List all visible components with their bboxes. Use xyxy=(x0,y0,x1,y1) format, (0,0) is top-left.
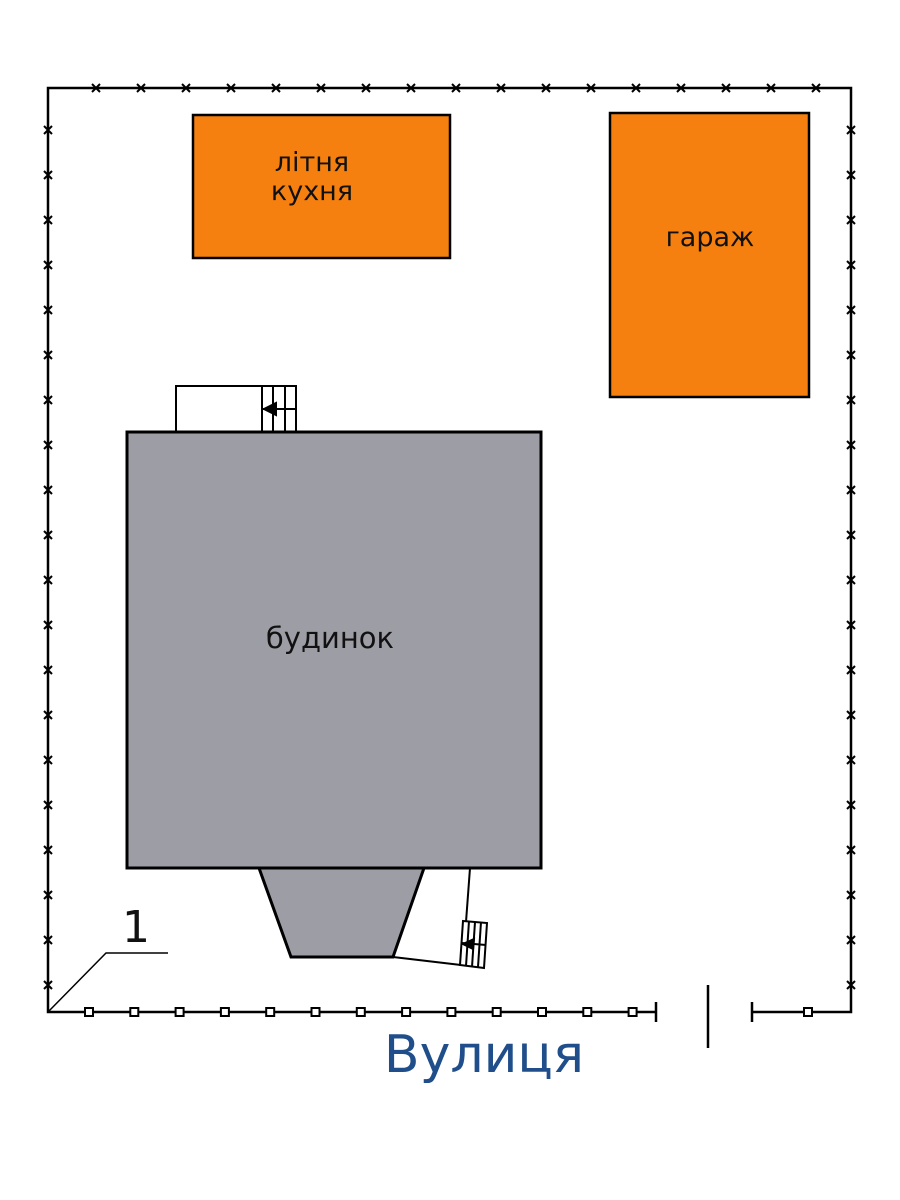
house-label: будинок xyxy=(266,621,394,655)
fence-x-mark xyxy=(43,710,53,720)
fence-post xyxy=(265,1007,276,1017)
fence-x-mark xyxy=(43,260,53,270)
house xyxy=(125,430,543,870)
fence-x-mark xyxy=(271,83,281,93)
fence-x-mark xyxy=(846,935,856,945)
fence-x-mark xyxy=(846,260,856,270)
fence-x-mark xyxy=(541,83,551,93)
fence-x-mark xyxy=(846,215,856,225)
fence-x-mark xyxy=(43,845,53,855)
fence-marks xyxy=(43,83,856,1017)
fence-post xyxy=(803,1007,813,1017)
fence-x-mark xyxy=(43,125,53,135)
fence-x-mark xyxy=(846,980,856,990)
fence-line-side xyxy=(46,86,853,1014)
fence-x-mark xyxy=(846,125,856,135)
front-porch xyxy=(392,867,489,970)
fence-x-mark xyxy=(43,980,53,990)
fence xyxy=(46,86,853,1048)
fence-post xyxy=(446,1007,457,1017)
fence-post xyxy=(401,1007,412,1017)
fence-post xyxy=(582,1007,593,1017)
fence-x-mark xyxy=(846,575,856,585)
fence-x-mark xyxy=(43,530,53,540)
fence-x-mark xyxy=(43,755,53,765)
fence-x-mark xyxy=(586,83,596,93)
marker-leader xyxy=(47,952,168,1013)
back-porch xyxy=(175,385,297,433)
fence-x-mark xyxy=(846,710,856,720)
fence-x-mark xyxy=(846,620,856,630)
fence-x-mark xyxy=(766,83,776,93)
fence-x-mark xyxy=(846,440,856,450)
summer-kitchen-label-2: кухня xyxy=(271,176,353,207)
fence-x-mark xyxy=(43,305,53,315)
entrance-arrow-icon xyxy=(460,937,476,951)
fence-x-mark xyxy=(721,83,731,93)
fence-x-mark xyxy=(846,755,856,765)
fence-x-mark xyxy=(43,440,53,450)
fence-post xyxy=(627,1007,638,1017)
fence-x-mark xyxy=(846,485,856,495)
fence-x-mark xyxy=(43,620,53,630)
fence-x-mark xyxy=(226,83,236,93)
fence-x-mark xyxy=(43,395,53,405)
fence-x-mark xyxy=(846,845,856,855)
fence-x-mark xyxy=(451,83,461,93)
marker-label: 1 xyxy=(122,902,150,953)
fence-x-mark xyxy=(846,800,856,810)
fence-x-mark xyxy=(846,350,856,360)
fence-post xyxy=(537,1007,547,1017)
fence-post xyxy=(355,1007,366,1017)
fence-x-mark xyxy=(631,83,641,93)
fence-x-mark xyxy=(846,665,856,675)
fence-x-mark xyxy=(361,83,371,93)
fence-x-mark xyxy=(43,350,53,360)
fence-x-mark xyxy=(43,485,53,495)
fence-post xyxy=(84,1007,94,1017)
fence-x-mark xyxy=(846,530,856,540)
fence-x-mark xyxy=(316,83,326,93)
fence-x-mark xyxy=(496,83,506,93)
fence-x-mark xyxy=(43,170,53,180)
garage-label: гараж xyxy=(666,222,755,253)
fence-post xyxy=(219,1007,230,1017)
fence-x-mark xyxy=(43,665,53,675)
fence-x-mark xyxy=(846,170,856,180)
fence-x-mark xyxy=(811,83,821,93)
fence-post xyxy=(174,1007,185,1017)
fence-x-mark xyxy=(43,890,53,900)
fence-x-mark xyxy=(43,215,53,225)
summer-kitchen-label-1: літня xyxy=(275,147,349,178)
fence-post xyxy=(491,1007,502,1017)
fence-x-mark xyxy=(846,305,856,315)
house-extension xyxy=(256,866,427,959)
fence-x-mark xyxy=(136,83,146,93)
fence-x-mark xyxy=(43,800,53,810)
fence-x-mark xyxy=(846,890,856,900)
street-label: Вулиця xyxy=(384,1025,584,1085)
fence-x-mark xyxy=(676,83,686,93)
fence-x-mark xyxy=(406,83,416,93)
fence-x-mark xyxy=(181,83,191,93)
fence-x-mark xyxy=(91,83,101,93)
garage xyxy=(608,111,811,399)
entrance-arrow-icon xyxy=(261,401,277,417)
summer-kitchen xyxy=(191,113,452,260)
fence-x-mark xyxy=(846,395,856,405)
fence-x-mark xyxy=(43,935,53,945)
fence-post xyxy=(310,1007,321,1017)
fence-x-mark xyxy=(43,575,53,585)
fence-post xyxy=(129,1007,140,1017)
